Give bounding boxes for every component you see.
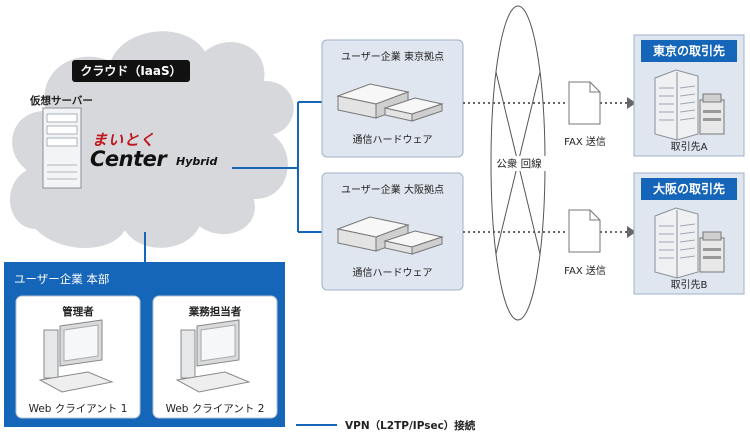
hq-client-2-role: 業務担当者: [188, 306, 242, 318]
hardware-icon-osaka: [336, 216, 444, 255]
copier-icon-tokyo: [699, 93, 725, 135]
public-network-label: 公衆 回線: [492, 156, 546, 171]
maitoku-logo-mark: まいとく: [92, 131, 156, 149]
center-logo-text: Center: [90, 147, 167, 171]
virtual-server-label: 仮想サーバー: [30, 95, 93, 107]
site-tokyo-hardware-label: 通信ハードウェア: [352, 135, 433, 146]
hq-client-1-name: Web クライアント 1: [28, 403, 128, 415]
fax-document-icon-osaka: [568, 209, 601, 253]
fax-dotted-lines: [463, 102, 628, 233]
arrow-head-osaka: [627, 226, 636, 238]
pc-icon-2: [175, 319, 251, 393]
site-tokyo-title: ユーザー企業 東京拠点: [341, 52, 444, 63]
cloud-title: クラウド（IaaS）: [72, 60, 190, 82]
pc-icon-1: [38, 319, 114, 393]
cloud-shape: [8, 29, 296, 250]
copier-icon-osaka: [699, 231, 725, 273]
client-osaka-name: 取引先B: [670, 280, 708, 291]
building-icon-tokyo: [654, 69, 699, 141]
building-icon-osaka: [654, 207, 699, 279]
fax-label-osaka: FAX 送信: [564, 266, 606, 277]
hq-client-1-role: 管理者: [62, 306, 94, 318]
arrow-head-tokyo: [627, 97, 636, 109]
hardware-icon-tokyo: [336, 83, 444, 122]
fax-label-tokyo: FAX 送信: [564, 137, 606, 148]
vpn-connectors: [144, 101, 337, 426]
hybrid-logo-text: Hybrid: [176, 155, 218, 168]
virtual-server-icon: [42, 107, 82, 189]
client-tokyo-title: 東京の取引先: [641, 40, 737, 62]
fax-document-icon-tokyo: [568, 81, 601, 125]
vpn-legend-label: VPN（L2TP/IPsec）接続: [345, 420, 476, 432]
client-tokyo-name: 取引先A: [670, 142, 708, 153]
site-osaka-title: ユーザー企業 大阪拠点: [341, 185, 444, 196]
site-osaka-hardware-label: 通信ハードウェア: [352, 268, 433, 279]
client-osaka-title: 大阪の取引先: [641, 178, 737, 200]
headquarters-title: ユーザー企業 本部: [14, 272, 110, 286]
hq-client-2-name: Web クライアント 2: [165, 403, 265, 415]
